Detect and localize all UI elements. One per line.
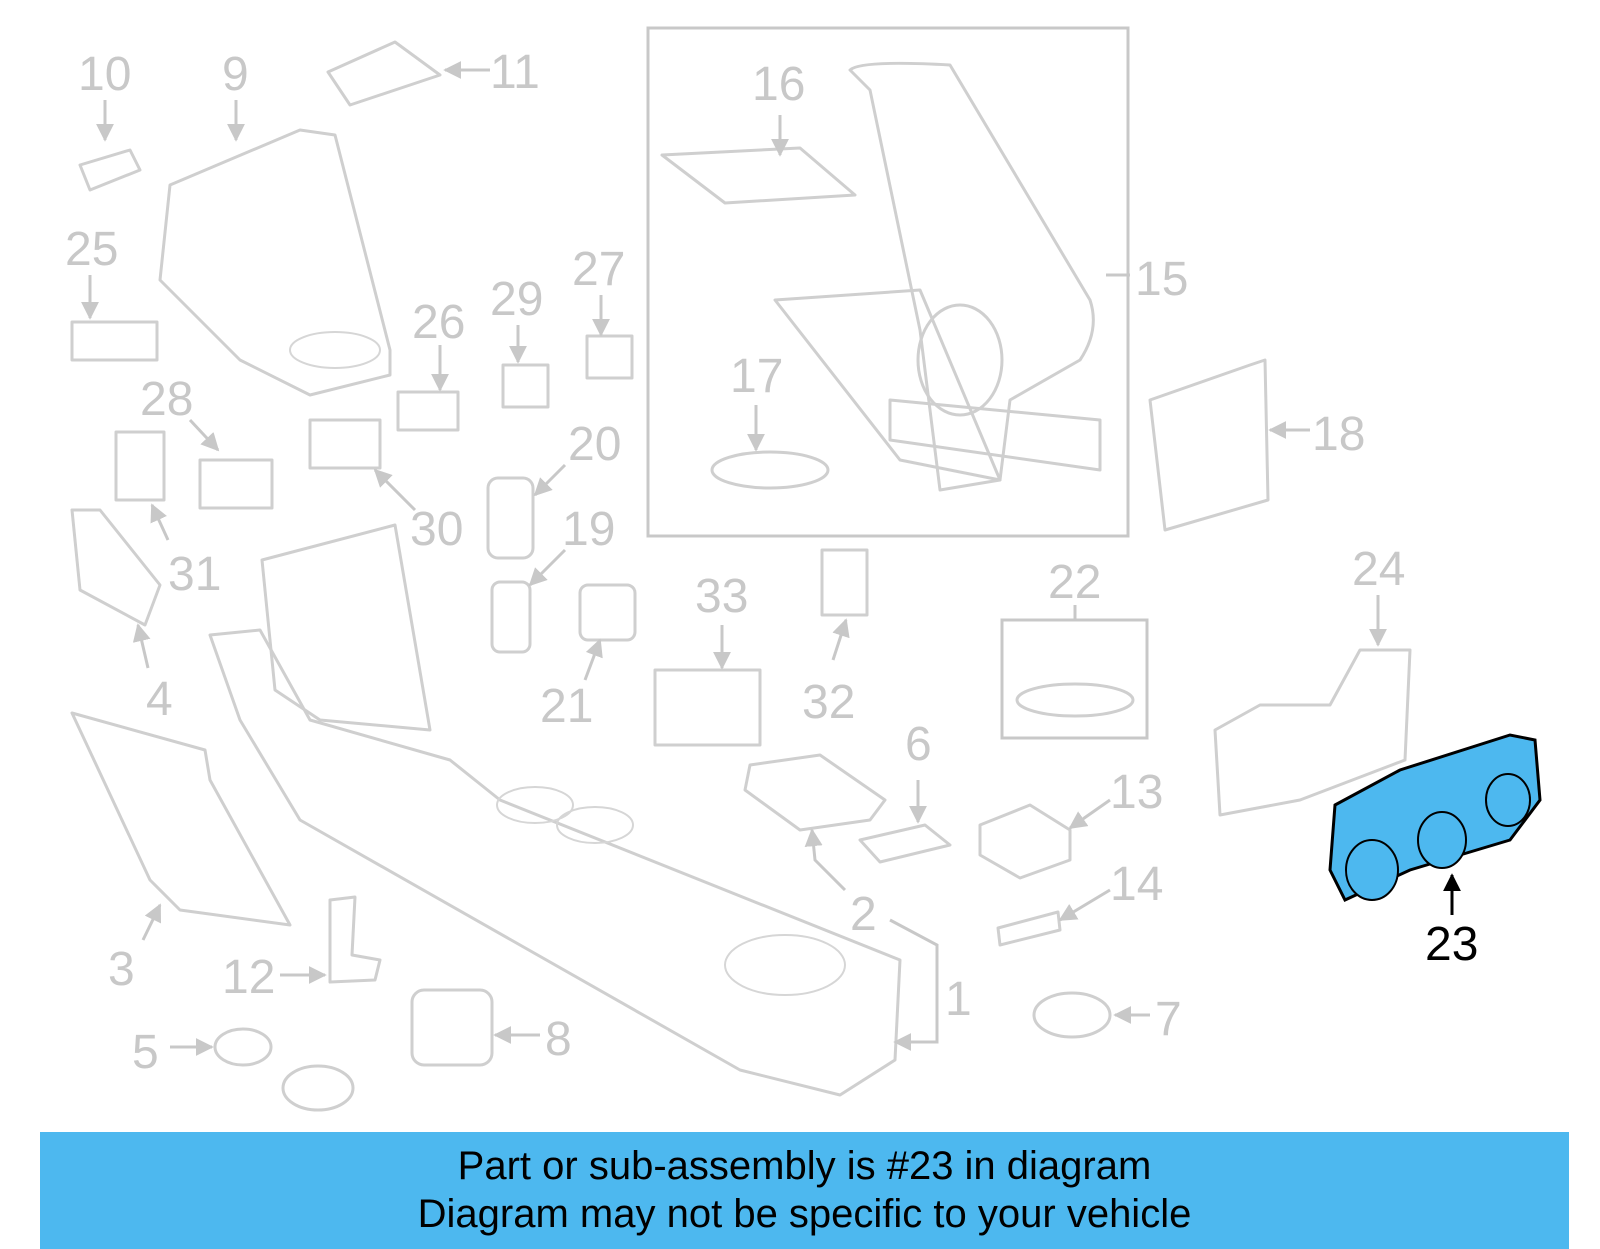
part-27-switch (585, 334, 634, 380)
part-8-cup (410, 988, 494, 1067)
part-11-mat (326, 40, 442, 107)
part-28-switch (198, 458, 274, 510)
part-17-clip (710, 450, 830, 490)
callout-labels: 10 9 11 16 15 17 18 25 26 27 29 28 20 30… (65, 46, 1478, 1079)
part-30-switch (308, 418, 382, 470)
callout-19: 19 (562, 503, 615, 556)
callout-33: 33 (695, 570, 748, 623)
callout-14: 14 (1110, 858, 1163, 911)
callout-22: 22 (1048, 556, 1101, 609)
part-22-frame (1000, 618, 1149, 740)
part-23-climate-control (1328, 733, 1542, 902)
callout-10: 10 (78, 48, 131, 101)
part-5-grille-a (213, 1027, 273, 1067)
part-15-armrest (773, 61, 1102, 492)
part-2-trim (743, 753, 887, 832)
part-13-bracket (978, 803, 1072, 880)
callout-6: 6 (905, 718, 932, 771)
part-20-lighter (486, 476, 535, 560)
callout-23-highlighted: 23 (1425, 918, 1478, 971)
callout-26: 26 (412, 296, 465, 349)
part-9-bezel (158, 128, 392, 397)
callout-1: 1 (945, 973, 972, 1026)
callout-32: 32 (802, 676, 855, 729)
part-5-grille-b (281, 1064, 355, 1112)
callout-24: 24 (1352, 543, 1405, 596)
part-6-vent (858, 823, 952, 864)
callout-16: 16 (752, 58, 805, 111)
callout-4: 4 (146, 673, 173, 726)
callout-8: 8 (545, 1013, 572, 1066)
callout-2: 2 (850, 888, 877, 941)
part-15-frame (646, 26, 1130, 538)
part-33-panel (653, 668, 762, 747)
callout-15: 15 (1135, 253, 1188, 306)
part-10-clip (78, 148, 142, 192)
info-banner: Part or sub-assembly is #23 in diagram D… (40, 1132, 1569, 1249)
part-32-switch (820, 548, 869, 617)
part-3-panel (70, 711, 292, 927)
part-16-mat (660, 146, 857, 205)
part-24-bracket (1213, 648, 1412, 817)
callout-27: 27 (572, 243, 625, 296)
part-4-bracket (70, 508, 162, 627)
callout-7: 7 (1155, 993, 1182, 1046)
callout-11: 11 (490, 46, 540, 99)
callout-30: 30 (410, 503, 463, 556)
part-26-switch (396, 390, 460, 432)
part-18-cover (1148, 358, 1270, 532)
part-29-switch (501, 363, 550, 409)
leader-lines (81, 61, 1461, 1056)
callout-9: 9 (222, 48, 249, 101)
banner-line-2: Diagram may not be specific to your vehi… (417, 1192, 1192, 1236)
part-19-socket (490, 580, 532, 654)
callout-21: 21 (540, 680, 593, 733)
callout-3: 3 (108, 943, 135, 996)
part-12-bracket (328, 895, 382, 984)
callout-28: 28 (140, 373, 193, 426)
part-14-pad (996, 910, 1062, 947)
callout-29: 29 (490, 273, 543, 326)
callout-20: 20 (568, 418, 621, 471)
callout-25: 25 (65, 223, 118, 276)
callout-12: 12 (222, 951, 275, 1004)
part-31-switch (114, 430, 166, 502)
callout-13: 13 (1110, 766, 1163, 819)
callout-31: 31 (168, 548, 221, 601)
banner-line-1: Part or sub-assembly is #23 in diagram (457, 1144, 1152, 1188)
part-7-ring (1032, 991, 1112, 1039)
part-21-switch (578, 583, 637, 642)
callout-18: 18 (1312, 408, 1365, 461)
callout-17: 17 (730, 350, 783, 403)
part-25-switch (70, 320, 159, 362)
callout-5: 5 (132, 1026, 159, 1079)
part-1-console (208, 523, 902, 1097)
